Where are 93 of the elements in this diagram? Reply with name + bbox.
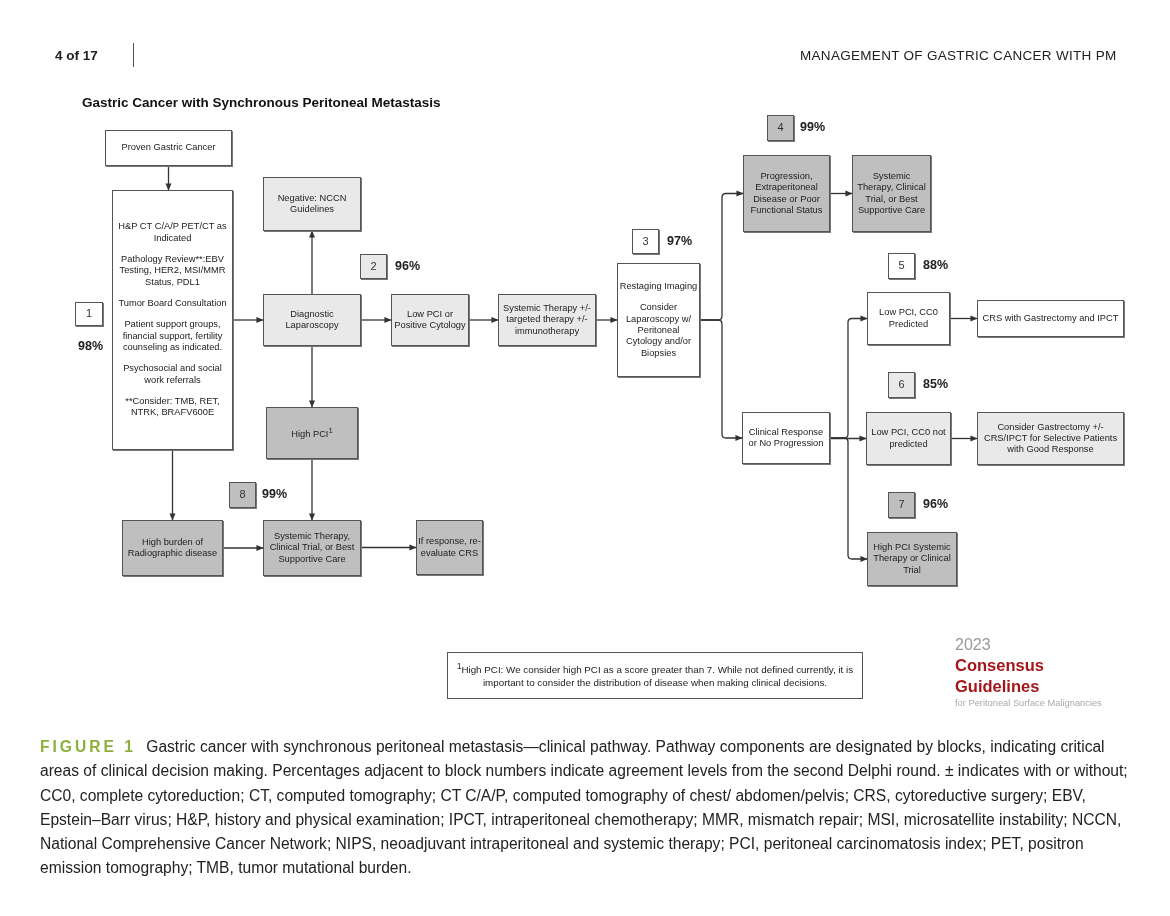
node-text: High PCI$^{1}$ — [291, 425, 333, 441]
arrow — [165, 165, 172, 191]
step-number: 8 — [239, 488, 246, 502]
node-text: Restaging Imaging — [619, 281, 698, 293]
process-box — [263, 177, 361, 231]
node-text: Systemic Therapy, Clinical Trial, or Best Supportive Care — [856, 170, 927, 217]
node-text: Progression, Extraperitoneal Disease or Poor Functional Status — [749, 170, 824, 217]
arrow — [829, 190, 853, 197]
agreement-percentage: 98% — [78, 339, 104, 353]
guideline-title: Consensus Guidelines — [955, 655, 1045, 697]
process-box — [263, 520, 361, 576]
process-box — [743, 155, 830, 232]
node-text: Low PCI, CC0 Predicted — [878, 307, 939, 330]
step-number-box — [632, 229, 659, 254]
arrow — [829, 437, 868, 563]
node-text: **Consider: TMB, RET, NTRK, BRAFV600E — [124, 395, 221, 419]
running-header: MANAGEMENT OF GASTRIC CANCER WITH PM — [800, 48, 1117, 63]
node-text: Consider Laparoscopy w/ Peritoneal Cytology and/or Biopsies — [624, 302, 693, 359]
step-number: 5 — [898, 259, 905, 273]
node-text: Pathology Review**:EBV Testing, HER2, MSI/MMR Status, PDL1 — [118, 254, 227, 288]
agreement-percentage: 85% — [923, 377, 949, 391]
year-label: 2023 — [955, 636, 991, 654]
guideline-subtitle: for Peritoneal Surface Malignancies — [955, 698, 1102, 708]
node-text: Negative: NCCN Guidelines — [276, 192, 348, 216]
node-text: Systemic Therapy +/- targeted therapy +/- immunotherapy — [502, 303, 592, 337]
node-text: Systemic Therapy, Clinical Trial, or Best Supportive Care — [268, 531, 356, 565]
node-text: Patient support groups, financial support, fertility counseling as indicated. — [121, 319, 224, 354]
footnote-box — [447, 652, 863, 699]
arrow — [699, 319, 743, 442]
node-text: Psychosocial and social work referrals — [122, 363, 223, 386]
node-text: Tumor Board Consultation — [118, 298, 227, 310]
node-text: H&P CT C/A/P PET/CT as Indicated — [117, 221, 228, 244]
arrow — [595, 316, 618, 324]
node-text: Proven Gastric Cancer — [121, 142, 216, 154]
footnote-text: $^{1}$High PCI: We consider high PCI as a score greater than 7. While not defined currently, it is important to consider the distribution of disease when making clinical decisions. — [455, 662, 855, 689]
process-box — [391, 294, 469, 346]
agreement-percentage: 99% — [262, 487, 288, 501]
step-number-box — [767, 115, 794, 141]
arrow — [308, 458, 316, 521]
node-text: Consider Gastrectomy +/- CRS/IPCT for Selective Patients with Good Response — [982, 421, 1119, 456]
arrow — [169, 449, 176, 521]
diagram-title: Gastric Cancer with Synchronous Peritoneal Metastasis — [82, 95, 441, 110]
process-box — [112, 190, 233, 450]
arrow — [468, 316, 499, 324]
arrow — [949, 315, 978, 322]
step-number: 6 — [898, 378, 905, 392]
step-number-box — [75, 302, 103, 326]
step-number: 4 — [777, 121, 784, 135]
step-number-box — [360, 254, 387, 279]
arrow — [222, 544, 264, 552]
process-box — [122, 520, 223, 576]
agreement-percentage: 88% — [923, 258, 949, 272]
node-text: Low PCI, CC0 not predicted — [870, 427, 947, 450]
process-box — [852, 155, 931, 232]
figure-caption: FIGURE 1 Gastric cancer with synchronous peritoneal metastasis—clinical pathway. Pathway components are designated by blocks, indicating critical areas of clinical decision making. Percentages adjacent to block numbers indicate agreement levels from the second Delphi round. ± indicates with or without; CC0, complete cytoreduction; CT, computed tomography; CT C/A/P, computed tomography of chest/ abdomen/pelvis; CRS, cytoreductive surgery; EBV, Epstein–Barr virus; H&P, history and physical examination; IPCT, intraperitoneal chemotherapy; MMR, mismatch repair; MSI, microsatellite instability; NCCN, National Comprehensive Cancer Network; NIPS, neoadjuvant intraperitoneal and systemic therapy; PCI, peritoneal carcinomatosis index; PET, positron emission tomography; TMB, tumor mutational burden. — [40, 737, 1129, 879]
process-box — [498, 294, 596, 346]
arrow — [308, 230, 316, 295]
agreement-percentage: 96% — [923, 497, 949, 511]
node-text: Low PCI or Positive Cytology — [393, 308, 467, 332]
step-number: 3 — [642, 234, 649, 249]
step-number-box — [229, 482, 256, 508]
arrow — [308, 345, 316, 408]
process-box — [977, 300, 1124, 337]
arrow — [232, 316, 264, 324]
agreement-percentage: 99% — [800, 120, 826, 134]
process-box — [266, 407, 358, 459]
node-text: If response, re-evaluate CRS — [418, 536, 481, 559]
process-box — [977, 412, 1124, 465]
process-box — [866, 412, 951, 465]
arrow — [360, 316, 392, 324]
step-number: 7 — [898, 498, 905, 512]
node-text: CRS with Gastrectomy and IPCT — [982, 312, 1119, 325]
agreement-percentage: 96% — [395, 259, 421, 273]
step-number-box — [888, 492, 915, 518]
process-box — [617, 263, 700, 377]
agreement-percentage: 97% — [667, 234, 693, 248]
process-box — [416, 520, 483, 575]
step-number-box — [888, 372, 915, 398]
process-box — [867, 292, 950, 345]
arrow — [950, 435, 978, 442]
step-number-box — [888, 253, 915, 279]
node-text: Clinical Response or No Progression — [747, 426, 825, 450]
process-box — [867, 532, 957, 586]
page-number: 4 of 17 — [55, 48, 98, 63]
step-number: 2 — [370, 259, 377, 274]
step-number: 1 — [85, 307, 93, 321]
node-text: High burden of Radiographic disease — [126, 536, 219, 560]
node-text: Diagnostic Laparoscopy — [284, 308, 340, 332]
node-text: High PCI Systemic Therapy or Clinical Trial — [872, 542, 952, 576]
arrow — [360, 544, 417, 551]
process-box — [263, 294, 361, 346]
process-box — [742, 412, 830, 464]
process-box — [105, 130, 232, 166]
